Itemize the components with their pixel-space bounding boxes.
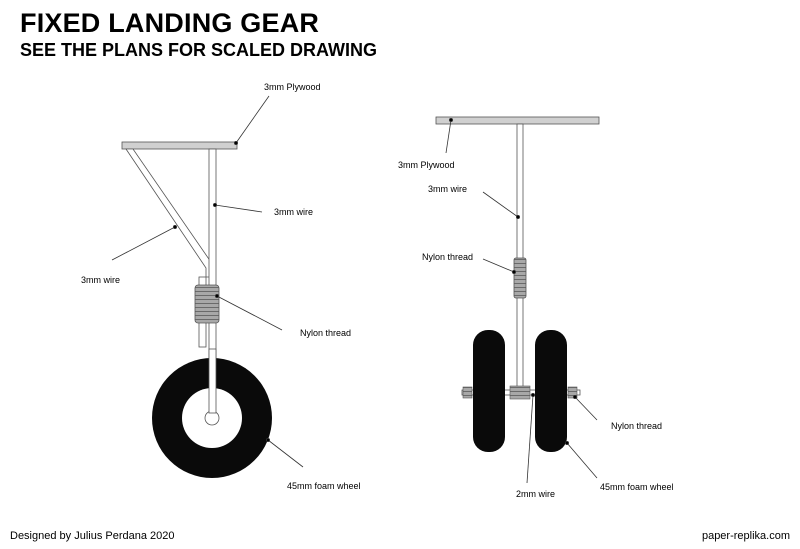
side-brace-wire-label: 3mm wire xyxy=(81,275,121,285)
front-leaders xyxy=(445,118,598,484)
front-plywood-plate xyxy=(435,116,600,125)
front-wheel-right xyxy=(535,330,567,452)
front-axle-thread-center xyxy=(509,385,531,400)
side-brace-wire xyxy=(125,148,214,278)
side-leaders xyxy=(111,95,304,468)
front-wheel-label: 45mm foam wheel xyxy=(600,482,674,492)
side-thread-label: Nylon thread xyxy=(300,328,352,338)
side-view xyxy=(111,95,304,478)
side-wire-label: 3mm wire xyxy=(274,207,314,217)
page-title: FIXED LANDING GEAR xyxy=(20,8,320,38)
front-axle-thread-label: Nylon thread xyxy=(611,421,663,431)
footer-site-link[interactable]: paper-replika.com xyxy=(701,530,790,542)
side-plywood-plate xyxy=(121,141,238,150)
side-plywood-label: 3mm Plywood xyxy=(264,82,321,92)
front-thread-label: Nylon thread xyxy=(422,252,474,262)
side-wheel-label: 45mm foam wheel xyxy=(287,481,361,491)
front-axle-thread-right xyxy=(567,386,578,399)
side-nylon-thread xyxy=(194,284,220,324)
page-subtitle: SEE THE PLANS FOR SCALED DRAWING xyxy=(20,40,378,60)
front-plywood-label: 3mm Plywood xyxy=(398,160,455,170)
front-nylon-thread xyxy=(513,257,527,299)
front-wheel-left xyxy=(473,330,505,452)
side-wire-over-wheel xyxy=(208,348,217,414)
front-wire-label: 3mm wire xyxy=(428,184,468,194)
front-axle-thread-left xyxy=(462,386,473,399)
front-view xyxy=(435,116,600,484)
front-axle-wire-label: 2mm wire xyxy=(516,489,556,499)
footer-credit: Designed by Julius Perdana 2020 xyxy=(10,530,175,542)
